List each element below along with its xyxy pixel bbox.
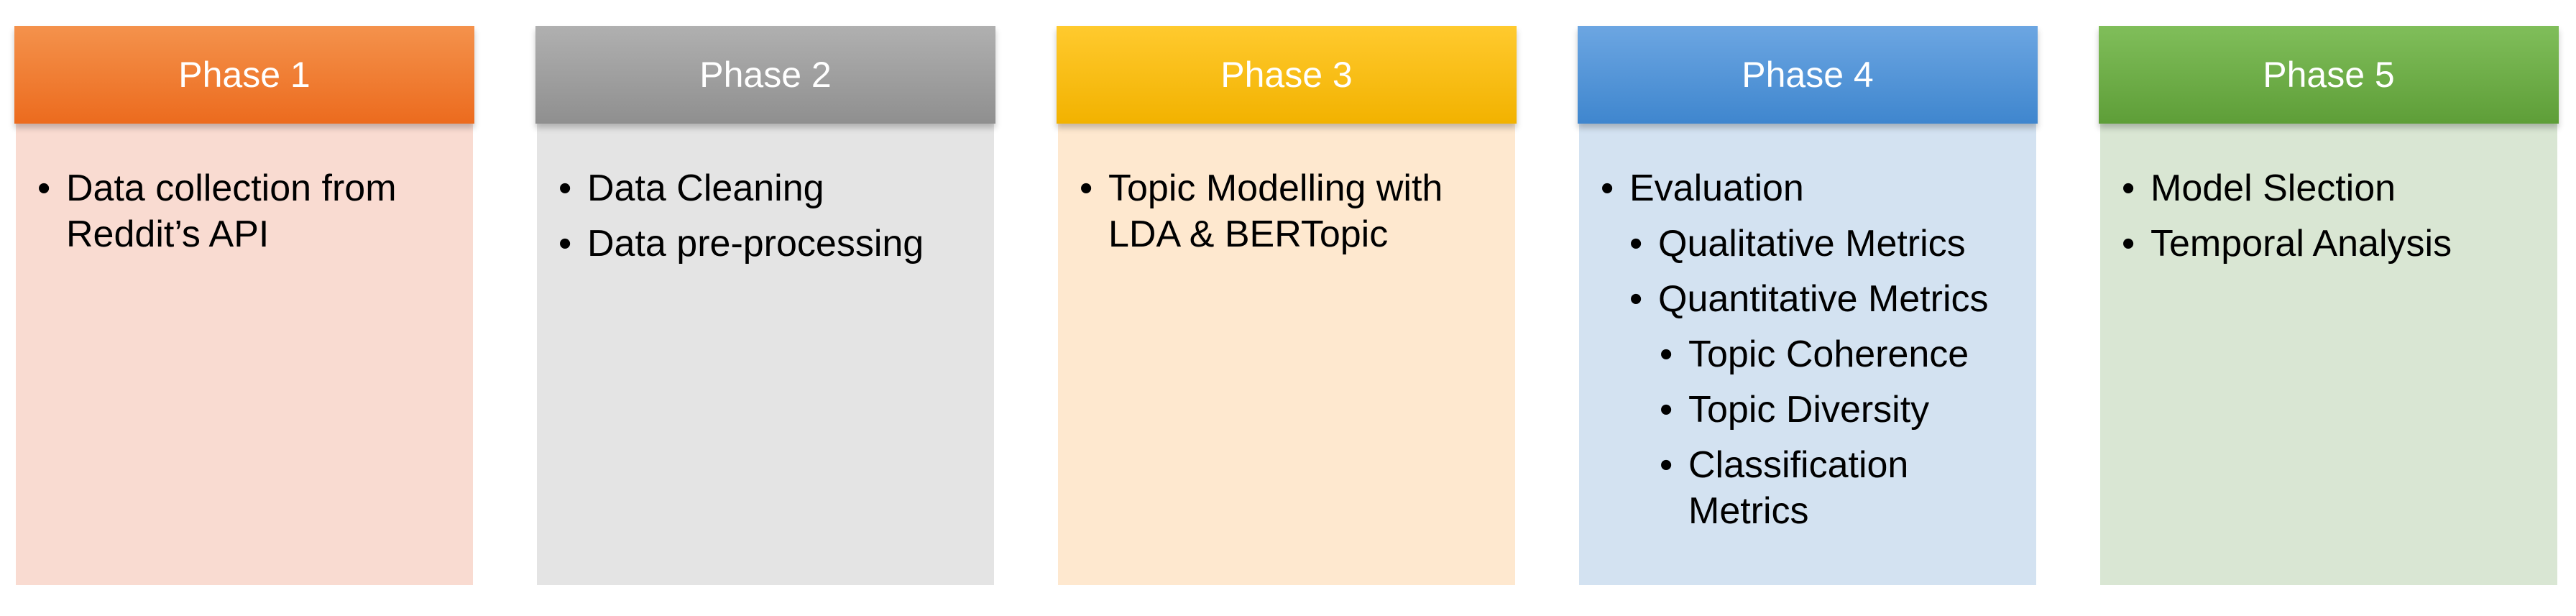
phase-1-header: Phase 1 (14, 26, 474, 124)
list-item: Topic Modelling with LDA & BERTopic (1080, 165, 1502, 257)
phase-title: Phase 5 (2263, 55, 2395, 95)
phase-5-header: Phase 5 (2099, 26, 2559, 124)
phase-title: Phase 3 (1220, 55, 1353, 95)
phase-title: Phase 2 (699, 55, 832, 95)
phase-1-column: Data collection from Reddit’s API Phase 1 (14, 26, 474, 588)
list-item: Evaluation (1601, 165, 2023, 211)
phase-3-item-list: Topic Modelling with LDA & BERTopic (1080, 165, 1502, 267)
list-item: Qualitative Metrics (1601, 221, 2023, 267)
phase-4-header: Phase 4 (1578, 26, 2038, 124)
phase-2-header: Phase 2 (535, 26, 995, 124)
phase-title: Phase 4 (1742, 55, 1874, 95)
list-item: Data pre-processing (558, 221, 981, 267)
phase-1-body: Data collection from Reddit’s API (16, 122, 473, 585)
list-item: Topic Coherence (1601, 331, 2023, 377)
list-item: Model Slection (2122, 165, 2544, 211)
list-item: Quantitative Metrics (1601, 276, 2023, 322)
phase-2-item-list: Data CleaningData pre-processing (558, 165, 981, 276)
phase-title: Phase 1 (178, 55, 310, 95)
phase-1-item-list: Data collection from Reddit’s API (37, 165, 460, 267)
list-item: Temporal Analysis (2122, 221, 2544, 267)
phase-5-column: Model SlectionTemporal Analysis Phase 5 (2099, 26, 2559, 588)
phase-2-body: Data CleaningData pre-processing (537, 122, 994, 585)
phase-3-header: Phase 3 (1057, 26, 1517, 124)
phase-2-column: Data CleaningData pre-processing Phase 2 (535, 26, 995, 588)
list-item: Data Cleaning (558, 165, 981, 211)
list-item: Data collection from Reddit’s API (37, 165, 460, 257)
phase-4-column: EvaluationQualitative MetricsQuantitativ… (1578, 26, 2038, 588)
phase-3-column: Topic Modelling with LDA & BERTopic Phase… (1057, 26, 1517, 588)
phase-5-body: Model SlectionTemporal Analysis (2100, 122, 2557, 585)
list-item: Topic Diversity (1601, 387, 2023, 433)
phase-3-body: Topic Modelling with LDA & BERTopic (1058, 122, 1515, 585)
list-item: Classification Metrics (1601, 442, 2023, 534)
phase-4-body: EvaluationQualitative MetricsQuantitativ… (1579, 122, 2036, 585)
phase-5-item-list: Model SlectionTemporal Analysis (2122, 165, 2544, 276)
phase-4-item-list: EvaluationQualitative MetricsQuantitativ… (1601, 165, 2023, 543)
